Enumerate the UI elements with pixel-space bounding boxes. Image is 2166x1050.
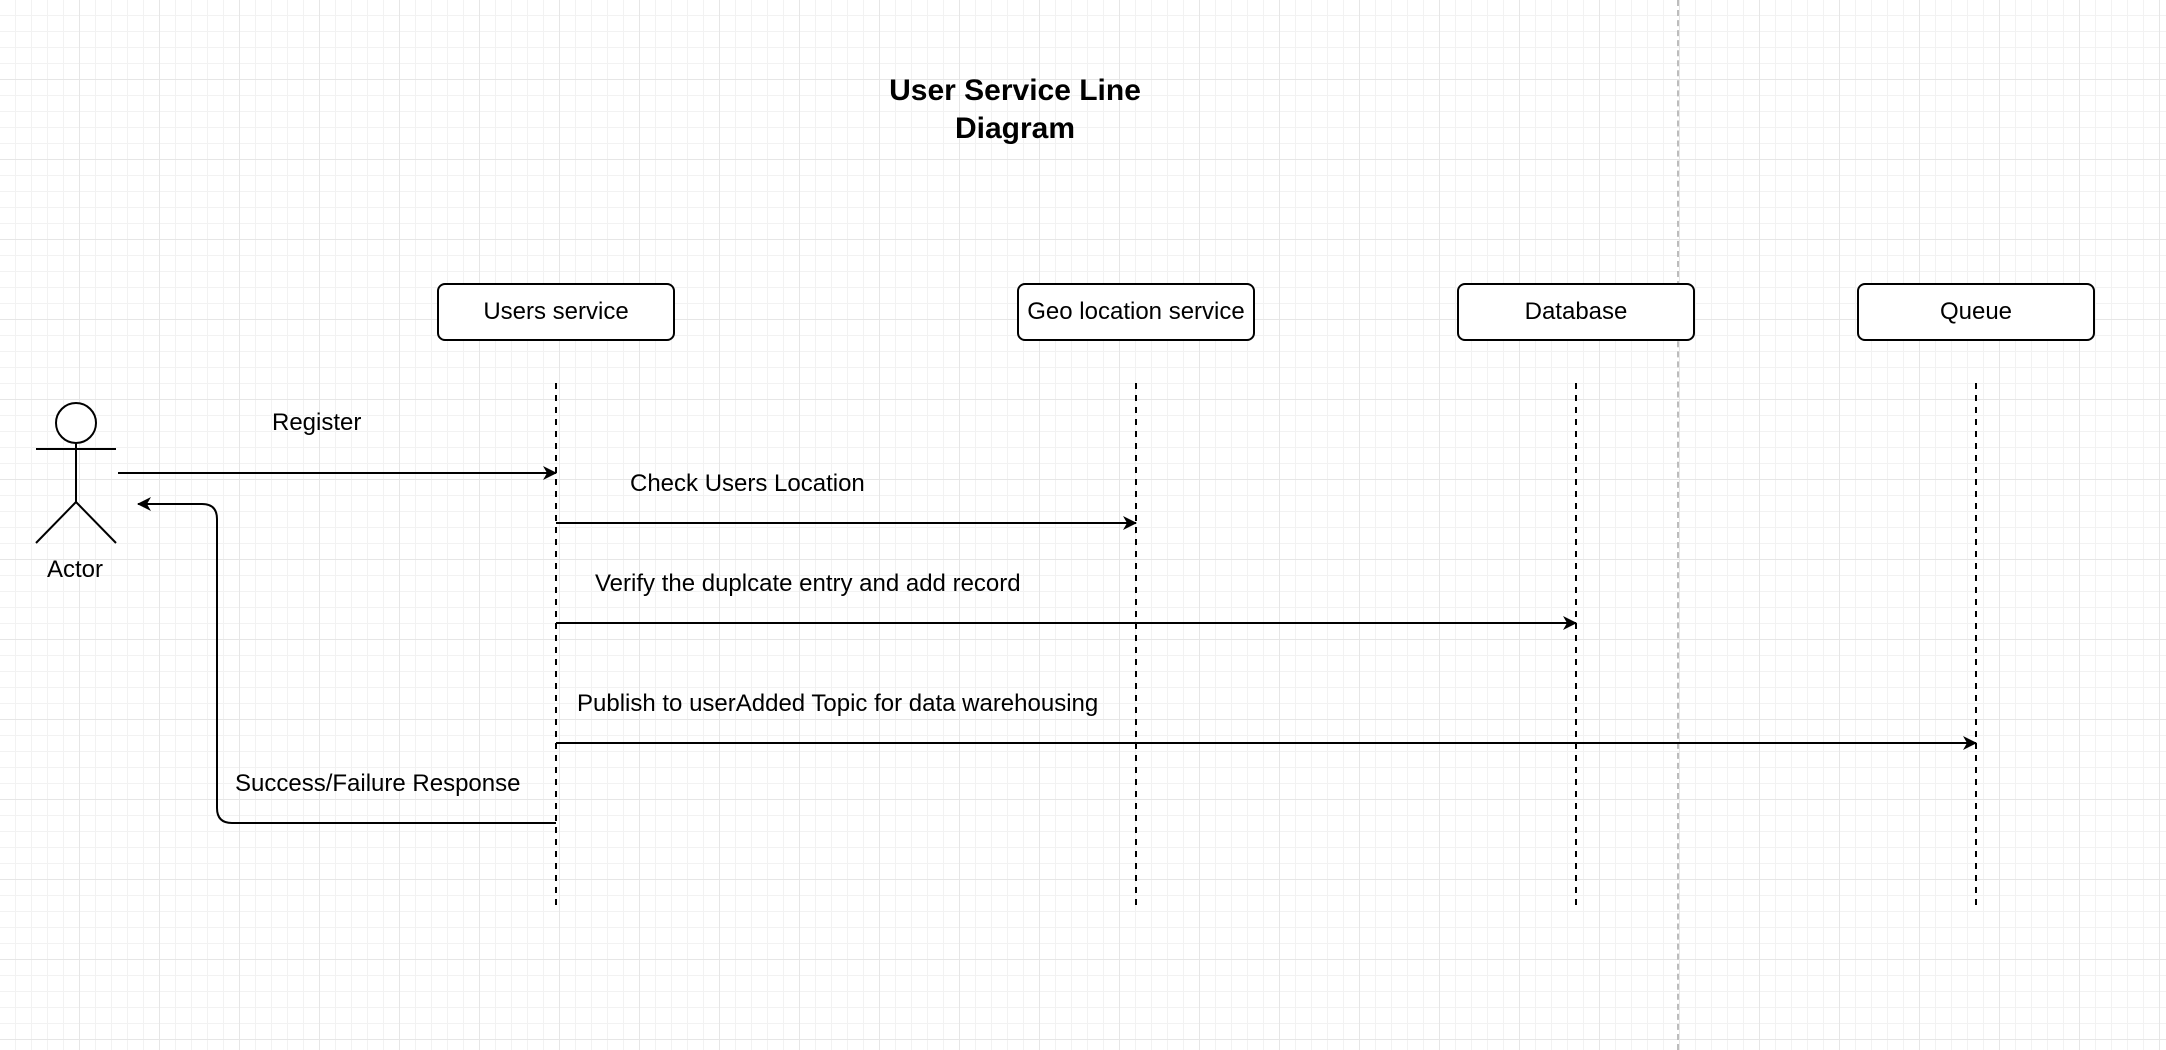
title-line-1: User Service Line bbox=[889, 74, 1141, 107]
actor-label: Actor bbox=[47, 556, 104, 583]
message-label-response[interactable]: Success/Failure Response bbox=[235, 770, 521, 797]
page-boundary-guide bbox=[1677, 0, 1679, 1050]
message-label-register[interactable]: Register bbox=[272, 409, 362, 436]
message-label-verify-record[interactable]: Verify the duplcate entry and add record bbox=[595, 570, 1021, 597]
participant-label: Queue bbox=[1939, 298, 2013, 325]
participant-queue[interactable]: Queue bbox=[1857, 283, 2095, 341]
message-label-check-location[interactable]: Check Users Location bbox=[630, 470, 865, 497]
participant-label: Database bbox=[1524, 298, 1628, 325]
participant-label: Geo location service bbox=[1027, 298, 1245, 325]
diagram-title: User Service Line Diagram bbox=[855, 72, 1175, 148]
participant-database[interactable]: Database bbox=[1457, 283, 1695, 341]
response-arrow[interactable] bbox=[137, 497, 556, 824]
message-label-publish[interactable]: Publish to userAdded Topic for data ware… bbox=[577, 690, 1099, 717]
participant-geo-location-service[interactable]: Geo location service bbox=[1017, 283, 1255, 341]
actor-icon[interactable] bbox=[35, 402, 117, 544]
participant-label: Users service bbox=[483, 298, 629, 325]
participant-users-service[interactable]: Users service bbox=[437, 283, 675, 341]
title-line-2: Diagram bbox=[954, 112, 1076, 145]
